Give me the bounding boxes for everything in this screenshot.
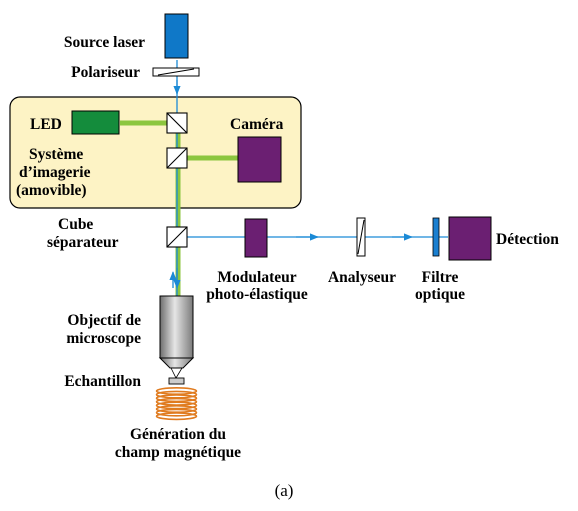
sample [168,377,185,385]
label-cube-1: Cube [58,216,93,233]
led-source [71,110,120,135]
coil-turn [155,386,198,395]
label-generation-1: Génération du [130,426,226,443]
label-systeme-1: Système [29,146,83,163]
label-objectif-2: microscope [66,330,141,347]
coil-turn [155,401,198,410]
label-systeme-3: (amovible) [16,182,87,199]
label-modulateur-1: Modulateur [217,269,296,286]
cube-splitter [166,226,188,248]
optical-filter [432,217,440,257]
label-filtre-2: optique [415,286,465,303]
coil-turn [155,404,198,413]
label-polariseur: Polariseur [71,64,140,81]
label-detection: Détection [496,231,559,248]
coil-turn [155,408,198,417]
camera [237,136,282,183]
magnetic-coil [155,386,198,421]
detector [448,216,492,261]
polariser [152,67,200,77]
label-analyseur: Analyseur [328,269,396,286]
beam-splitter-1 [166,112,188,134]
focus-cone [170,367,183,379]
microscope-objective [158,295,195,369]
label-cube-2: séparateur [47,234,119,251]
label-modulateur-2: photo-élastique [206,286,308,303]
label-generation-2: champ magnétique [115,444,241,461]
beam-splitter-2 [166,147,188,169]
figure-caption: (a) [275,481,294,500]
label-systeme-2: d’imagerie [19,164,91,181]
label-filtre-1: Filtre [422,269,459,286]
laser-source [164,13,189,59]
label-camera: Caméra [230,116,284,133]
label-source-laser: Source laser [64,34,145,51]
label-echantillon: Echantillon [64,373,141,390]
analyser [356,217,366,257]
label-led: LED [30,116,62,133]
label-objectif-1: Objectif de [67,312,141,329]
coil-turn [155,412,198,421]
coil-turn [155,397,198,406]
photoelastic-modulator [244,218,268,258]
